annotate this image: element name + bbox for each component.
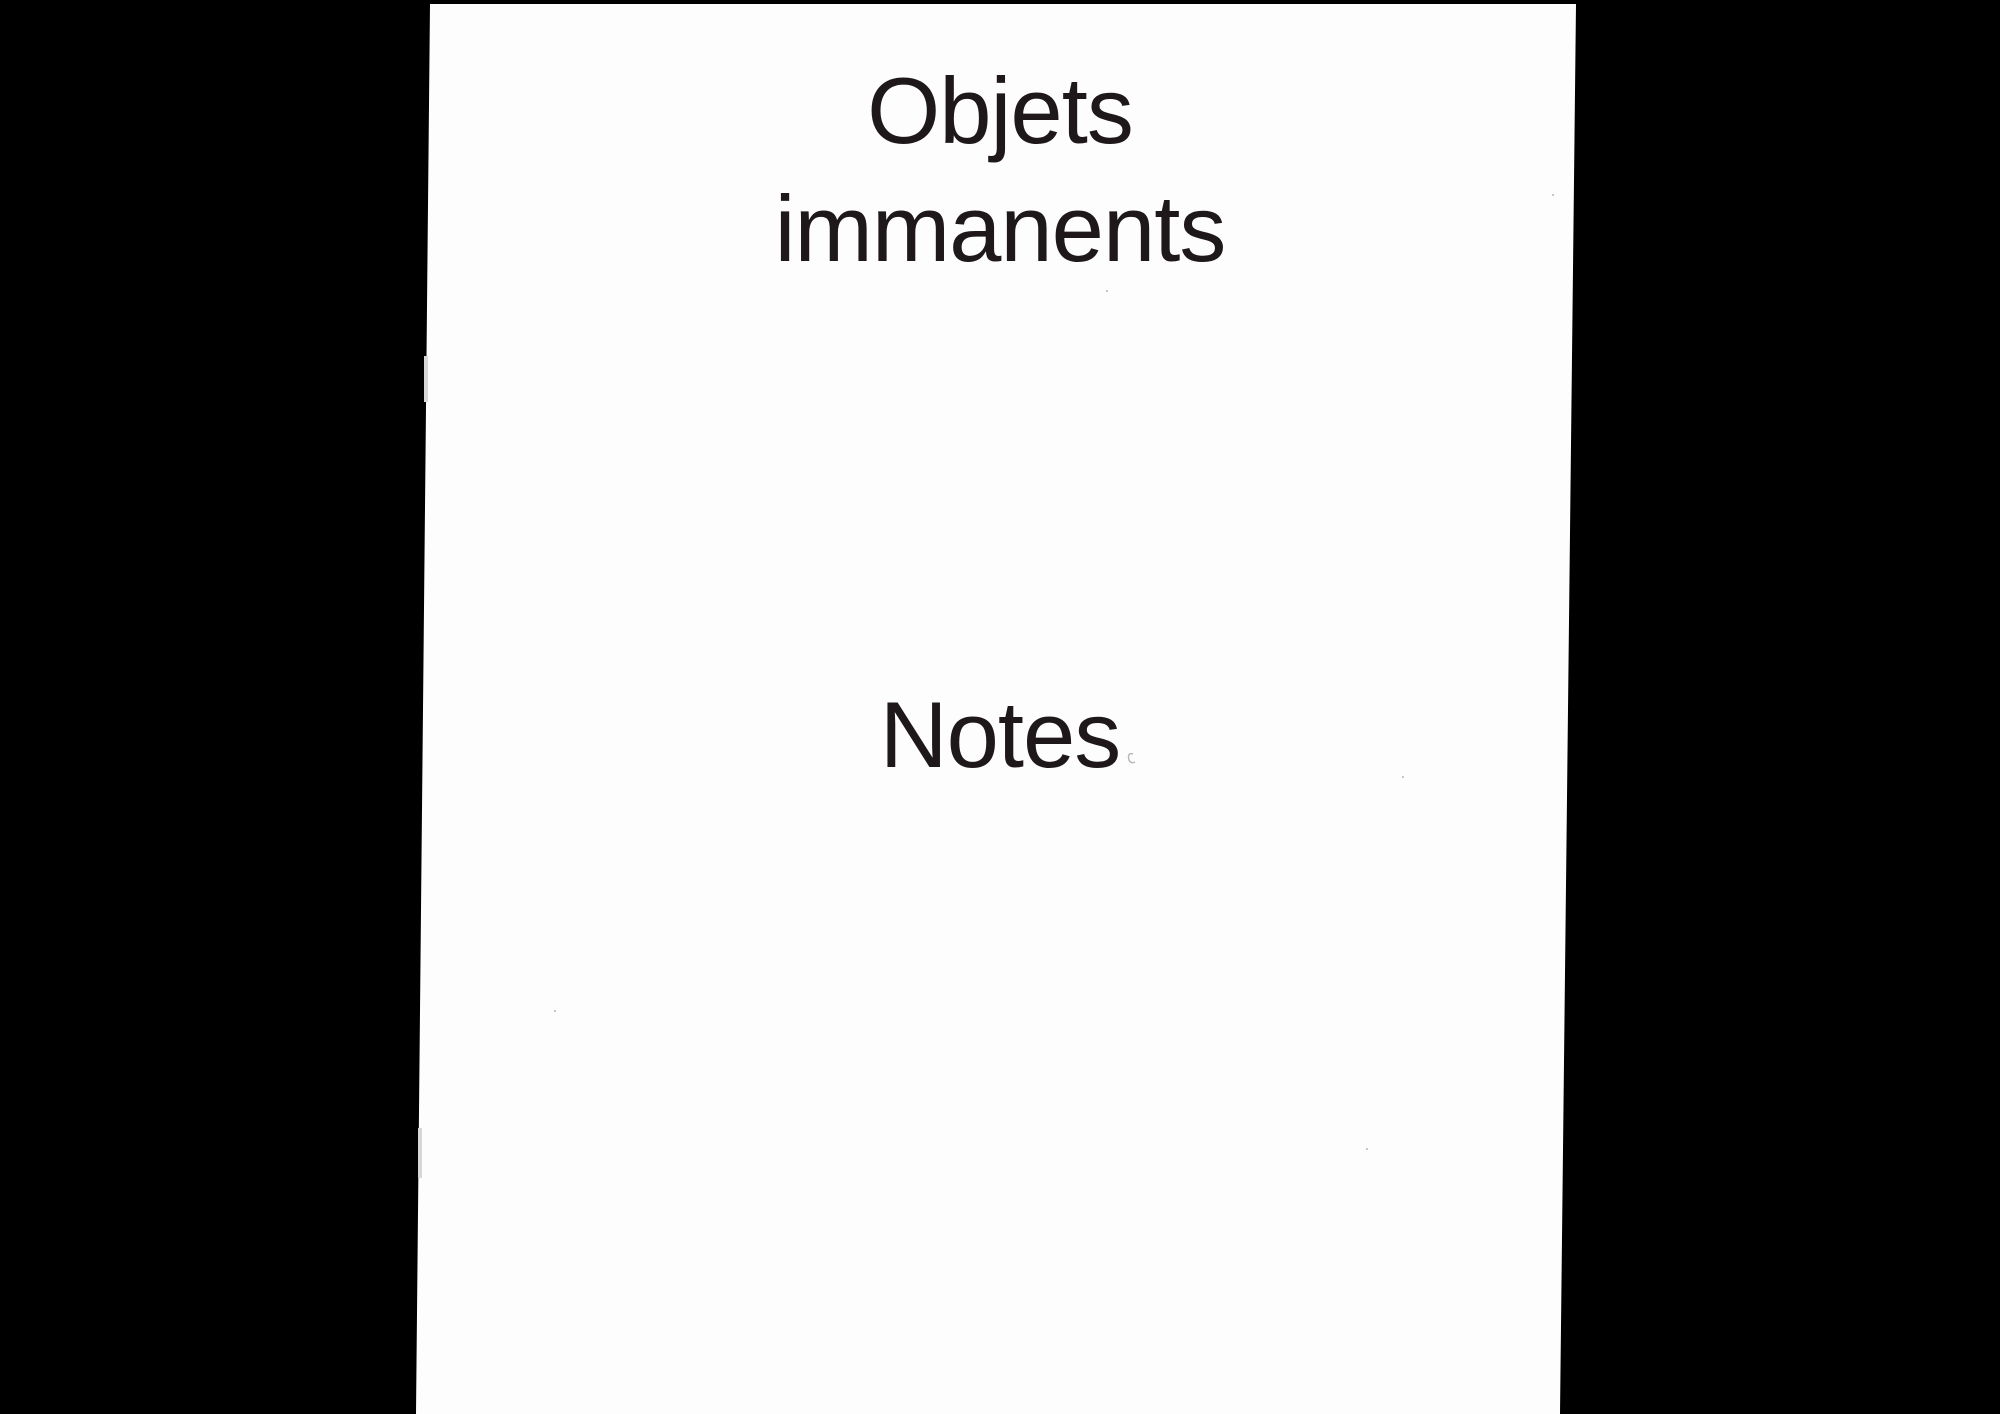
paper-speck [1402, 776, 1404, 778]
paper-speck [1366, 1148, 1368, 1150]
paper-surface [416, 4, 1576, 1414]
left-edge-notch-lower [418, 1128, 422, 1178]
section-label: Notes [879, 682, 1122, 787]
left-edge-notch [424, 356, 428, 402]
paper-speck [1552, 194, 1554, 196]
paper-speck [554, 1010, 556, 1012]
pencil-mark [1127, 752, 1136, 764]
title-line-2: immanents [774, 176, 1227, 281]
document-title: Objets immanents [430, 52, 1570, 288]
paper-speck [1106, 290, 1108, 292]
title-line-1: Objets [867, 58, 1134, 163]
